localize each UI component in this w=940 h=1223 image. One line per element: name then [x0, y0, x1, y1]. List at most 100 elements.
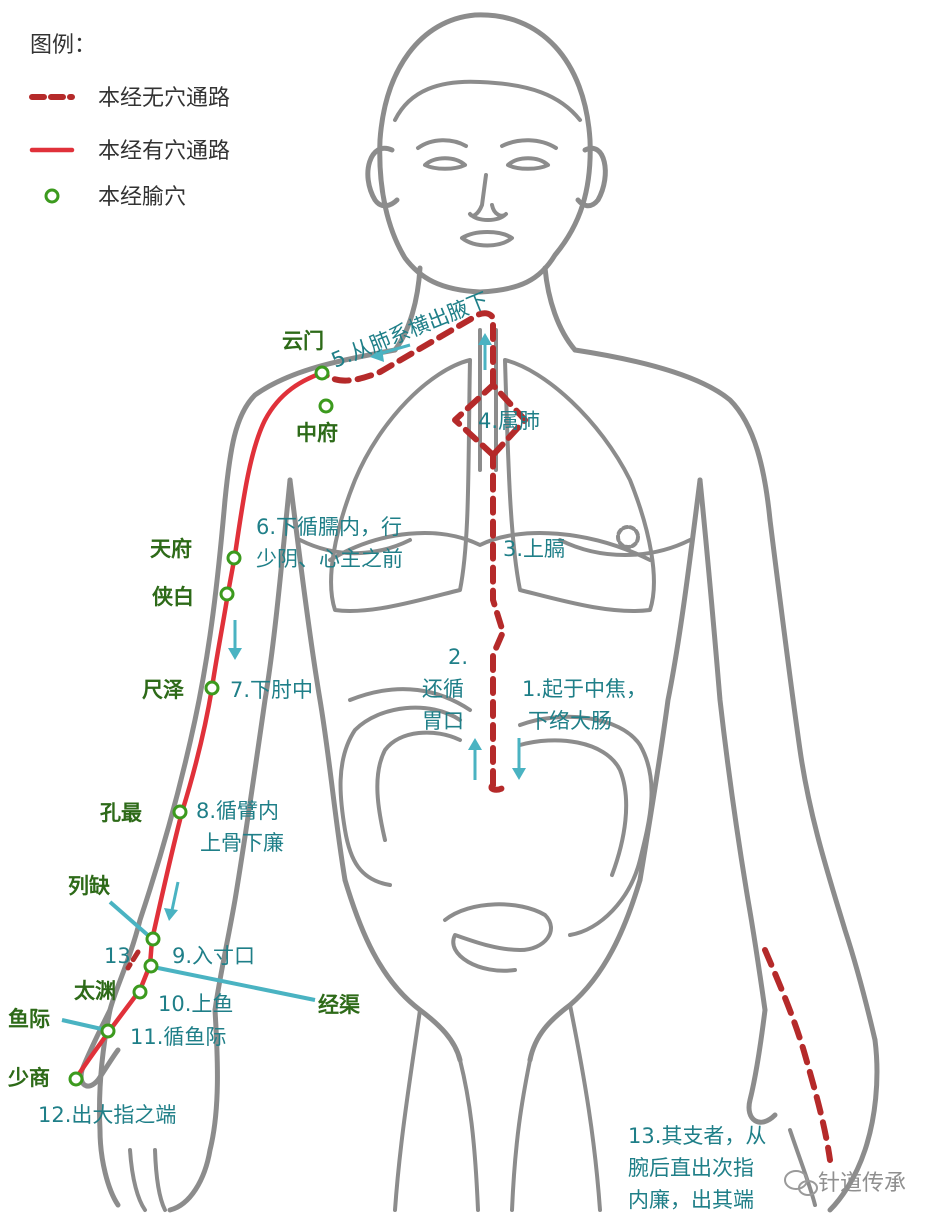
acupoint-taiyuan-marker: [132, 984, 148, 1000]
step-1-line2: 下络大肠: [528, 709, 612, 733]
right-shoulder: [572, 347, 773, 523]
step-8-line1: 8.循臂内: [196, 799, 279, 823]
right-pectoral: [558, 538, 692, 557]
legend-dashed-label: 本经无穴通路: [98, 86, 230, 111]
neck-right: [542, 265, 578, 353]
direction-arrows: [164, 333, 526, 921]
torso-left: [287, 477, 348, 883]
acupoint-zhongfu-marker: [318, 398, 334, 414]
pelvis-left: [342, 877, 463, 1063]
groin: [458, 1058, 532, 1212]
label-tianfu: 天府: [150, 537, 192, 561]
step-2-line2: 还循: [422, 677, 464, 701]
step-6-line1: 6.下循臑内，行: [256, 515, 402, 539]
arrow-up-trachea: [478, 333, 492, 370]
step-13-line2: 腕后直出次指: [628, 1156, 754, 1180]
meridian-paths: [73, 310, 833, 1163]
step-7: 7.下肘中: [230, 678, 313, 702]
legend-point-label: 本经腧穴: [98, 185, 186, 210]
dashed-path-internal: [323, 310, 528, 788]
diaphragm: [328, 531, 652, 562]
right-eyebrow: [500, 138, 558, 150]
stomach-outline: [348, 687, 472, 712]
right-fingers: [788, 1128, 817, 1207]
wechat-icon: [784, 1170, 818, 1196]
leader-lines: [61, 900, 316, 1032]
label-kongzui: 孔最: [100, 801, 143, 825]
acupoint-shaoshang-marker: [68, 1071, 84, 1087]
lower-legs-left: [393, 1008, 422, 1212]
mouth: [460, 230, 514, 248]
acupoint-yuji-marker: [100, 1023, 116, 1039]
label-shaoshang: 少商: [7, 1066, 50, 1090]
right-nipple: [616, 525, 640, 549]
leader-yuji: [61, 1018, 107, 1032]
right-lung: [503, 358, 656, 613]
legend-point-swatch: [44, 188, 60, 204]
acupoint-chize-marker: [204, 680, 220, 696]
dashed-path-stomach: [488, 782, 508, 793]
small-intestine: [443, 902, 553, 973]
watermark-text: 针道传承: [818, 1171, 906, 1196]
arrow-down-arm: [228, 620, 242, 660]
watermark: 针道传承: [784, 1170, 906, 1196]
label-taiyuan: 太渊: [74, 979, 116, 1003]
arrow-down-intestine: [512, 738, 526, 780]
arrow-up-stomach: [468, 738, 482, 780]
step-2-line1: 2.: [448, 645, 468, 669]
acupoint-labels: 云门 中府 天府 侠白 尺泽 孔最 列缺 太渊 经渠 鱼际 少商: [7, 329, 360, 1090]
left-ear: [365, 145, 400, 209]
step-13-line3: 内廉，出其端: [628, 1188, 754, 1212]
label-xiabai: 侠白: [152, 585, 194, 609]
step-3: 3.上膈: [503, 537, 565, 561]
neck-left: [392, 265, 423, 353]
right-hand: [746, 1007, 880, 1213]
label-zhongfu: 中府: [296, 421, 338, 445]
step-10: 10.上鱼: [158, 992, 233, 1016]
step-6-line2: 少阴、心主之前: [256, 547, 403, 571]
left-arm-inner: [212, 477, 293, 1013]
step-11: 11.循鱼际: [130, 1025, 226, 1049]
leader-jingqu: [157, 966, 316, 1002]
lower-legs-right: [568, 1003, 602, 1212]
legend-solid-label: 本经有穴通路: [98, 139, 230, 164]
left-eye: [423, 156, 467, 171]
acupoint-markers: [68, 365, 334, 1087]
arrow-to-yunmen: [370, 343, 411, 362]
label-yunmen: 云门: [282, 329, 324, 353]
left-pectoral: [298, 538, 412, 556]
label-yuji: 鱼际: [8, 1007, 50, 1031]
step-13-marker: 13: [104, 944, 131, 968]
step-8-line2: 上骨下廉: [200, 831, 284, 855]
acupoint-jingqu-marker: [143, 958, 159, 974]
step-4: 4.属肺: [478, 409, 540, 433]
dashed-branch-13-left: [125, 949, 141, 971]
left-eyebrow: [416, 138, 468, 150]
step-labels: 5.从肺系横出腋下 4.属肺 6.下循臑内，行 少阴、心主之前 3.上膈 2. …: [38, 288, 766, 1212]
head-outline: [377, 12, 593, 295]
right-arm-inner: [697, 477, 768, 1013]
step-12: 12.出大指之端: [38, 1103, 176, 1127]
acupoint-yunmen-marker: [314, 365, 330, 381]
left-fingers: [128, 1148, 167, 1212]
legend: 图例： 本经无穴通路 本经有穴通路 本经腧穴: [29, 33, 230, 210]
right-eye: [506, 156, 550, 171]
step-13-line1: 13.其支者，从: [628, 1124, 766, 1148]
leader-lieque: [108, 900, 152, 939]
acupoint-kongzui-marker: [172, 804, 188, 820]
label-chize: 尺泽: [142, 678, 184, 702]
step-9: 9.入寸口: [172, 944, 255, 968]
dashed-branch-13: [762, 947, 833, 1163]
arrow-down-forearm: [164, 881, 180, 921]
legend-title: 图例：: [30, 33, 96, 58]
right-ear: [575, 145, 608, 209]
pelvis-right: [527, 877, 643, 1063]
acupoint-lieque-marker: [145, 931, 161, 947]
left-shoulder: [222, 347, 398, 503]
acupoint-xiabai-marker: [219, 586, 235, 602]
large-intestine: [338, 705, 654, 937]
solid-path-arm: [73, 370, 325, 1081]
step-1-line1: 1.起于中焦，: [522, 677, 647, 701]
label-jingqu: 经渠: [318, 993, 360, 1017]
